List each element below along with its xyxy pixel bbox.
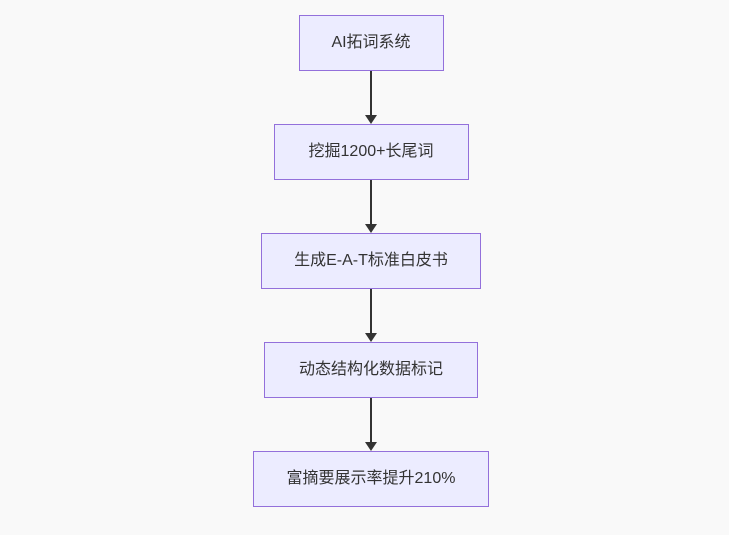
flowchart-node-rich-snippet-rate: 富摘要展示率提升210%: [253, 451, 489, 507]
arrow-head-icon: [365, 333, 377, 342]
arrow-line: [370, 289, 372, 333]
node-label: 动态结构化数据标记: [298, 361, 443, 378]
arrow-line: [370, 398, 372, 442]
node-label: 生成E-A-T标准白皮书: [294, 252, 448, 269]
node-label: 富摘要展示率提升210%: [286, 470, 456, 487]
node-label: AI拓词系统: [331, 34, 411, 51]
flowchart-node-ai-expansion-system: AI拓词系统: [298, 15, 444, 71]
arrow-step2-to-step3: [365, 180, 377, 233]
arrow-step1-to-step2: [365, 71, 377, 124]
flowchart-node-longtail-keywords: 挖掘1200+长尾词: [273, 124, 469, 180]
arrow-head-icon: [365, 224, 377, 233]
arrow-head-icon: [365, 442, 377, 451]
flowchart: AI拓词系统 挖掘1200+长尾词 生成E-A-T标准白皮书 动态结构化数据标记…: [253, 15, 489, 507]
arrow-line: [370, 180, 372, 224]
arrow-head-icon: [365, 115, 377, 124]
arrow-step3-to-step4: [365, 289, 377, 342]
node-label: 挖掘1200+长尾词: [308, 143, 434, 160]
flowchart-node-structured-data-markup: 动态结构化数据标记: [264, 342, 478, 398]
arrow-line: [370, 71, 372, 115]
flowchart-node-eat-whitepaper: 生成E-A-T标准白皮书: [261, 233, 481, 289]
arrow-step4-to-step5: [365, 398, 377, 451]
